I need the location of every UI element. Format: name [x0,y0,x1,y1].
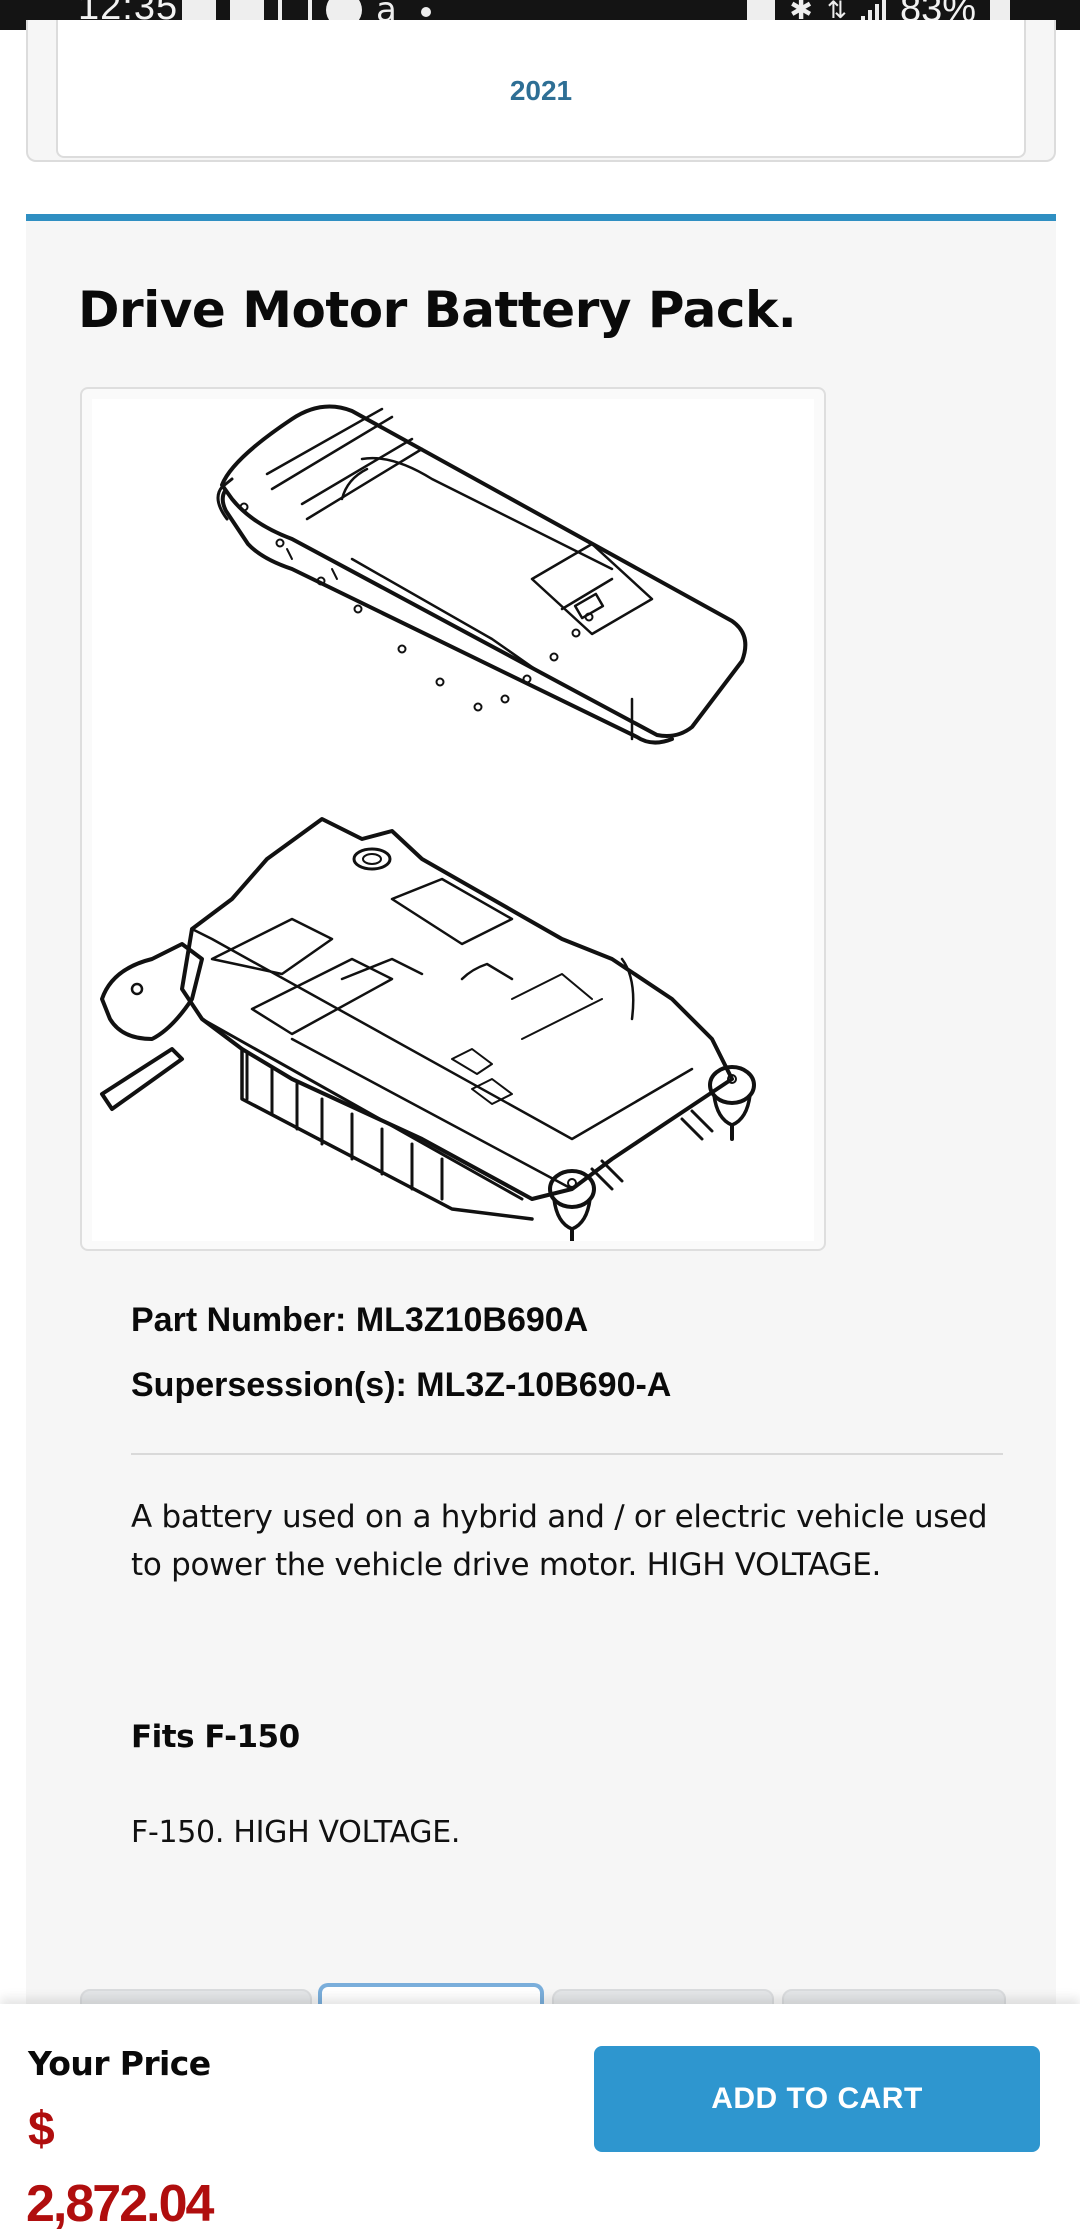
year-card: 2021 [26,20,1056,162]
part-number: Part Number: ML3Z10B690A [131,1301,589,1339]
fits-title: Fits F-150 [131,1719,300,1755]
product-title: Drive Motor Battery Pack. [78,281,797,339]
add-to-cart-button[interactable]: ADD TO CART [594,2046,1040,2152]
product-description: A battery used on a hybrid and / or elec… [131,1499,988,1583]
product-image [92,399,814,1243]
signal-icon [860,0,886,24]
battery-icon [990,0,1010,27]
bluetooth-icon: ✱ [789,0,813,26]
price-label: Your Price [28,2044,211,2083]
price-bar: Your Price $ 2,872.04 ADD TO CART [0,2004,1080,2230]
year-label: 2021 [509,75,573,106]
fits-text: F-150. HIGH VOLTAGE. [131,1815,461,1850]
price-amount: 2,872.04 [26,2175,214,2230]
product-section: Drive Motor Battery Pack. [26,214,1056,2049]
product-image-frame[interactable] [80,387,826,1251]
price-currency: $ [28,2103,55,2156]
divider [131,1453,1003,1455]
more-notifications-dot [420,7,431,17]
year-option[interactable]: 2021 [56,20,1026,158]
wifi-icon: ⇅ [826,0,847,24]
battery-pack-illustration [100,404,756,1243]
supersession: Supersession(s): ML3Z-10B690-A [131,1366,672,1404]
